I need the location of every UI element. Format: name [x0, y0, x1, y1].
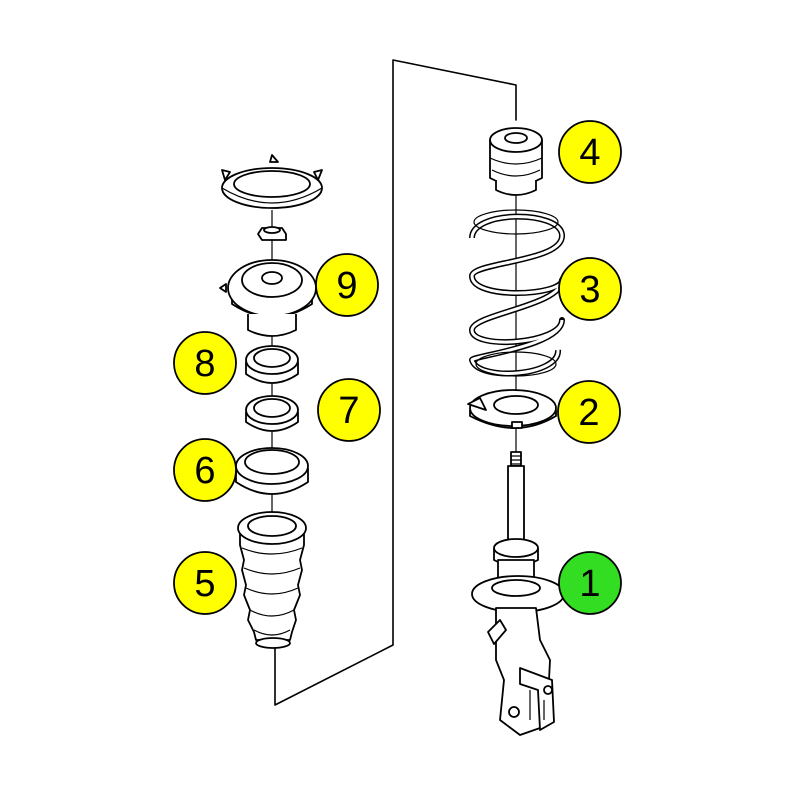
part-9-strut-mount — [219, 259, 325, 337]
callout-badges: 1 2 3 4 5 6 7 8 9 — [173, 120, 622, 615]
part-7-seat — [245, 395, 299, 432]
callout-7: 7 — [317, 378, 381, 442]
callout-circle-5 — [173, 551, 237, 615]
callout-number-1: 1 — [579, 563, 600, 605]
part-6-spring-seat — [235, 447, 309, 495]
callout-8: 8 — [173, 331, 237, 395]
part-3-coil-spring — [469, 209, 565, 377]
part-2-spring-pad — [467, 389, 557, 429]
callout-1: 1 — [558, 551, 622, 615]
part-1-strut — [471, 451, 565, 736]
callout-circle-4 — [558, 120, 622, 184]
callout-circle-3 — [558, 257, 622, 321]
callout-circle-7 — [317, 378, 381, 442]
callout-number-9: 9 — [336, 265, 357, 307]
callout-circle-6 — [173, 438, 237, 502]
callout-number-2: 2 — [578, 392, 599, 434]
callout-circle-2 — [557, 380, 621, 444]
callout-circle-9 — [315, 253, 379, 317]
callout-circle-8 — [173, 331, 237, 395]
part-5-dust-boot — [237, 511, 307, 649]
callout-6: 6 — [173, 438, 237, 502]
callout-number-4: 4 — [579, 132, 600, 174]
part-4-bump-stop — [489, 127, 543, 196]
part-8-bearing — [245, 345, 299, 384]
callout-5: 5 — [173, 551, 237, 615]
callout-number-7: 7 — [338, 390, 359, 432]
callout-3: 3 — [558, 257, 622, 321]
assembly-bracket-line — [274, 59, 517, 706]
nut — [257, 226, 287, 241]
callout-number-8: 8 — [194, 343, 215, 385]
callout-circle-1 — [558, 551, 622, 615]
callout-number-6: 6 — [194, 450, 215, 492]
callout-2: 2 — [557, 380, 621, 444]
top-cap — [221, 154, 323, 209]
callout-4: 4 — [558, 120, 622, 184]
callout-number-5: 5 — [194, 563, 215, 605]
callout-9: 9 — [315, 253, 379, 317]
callout-number-3: 3 — [579, 269, 600, 311]
